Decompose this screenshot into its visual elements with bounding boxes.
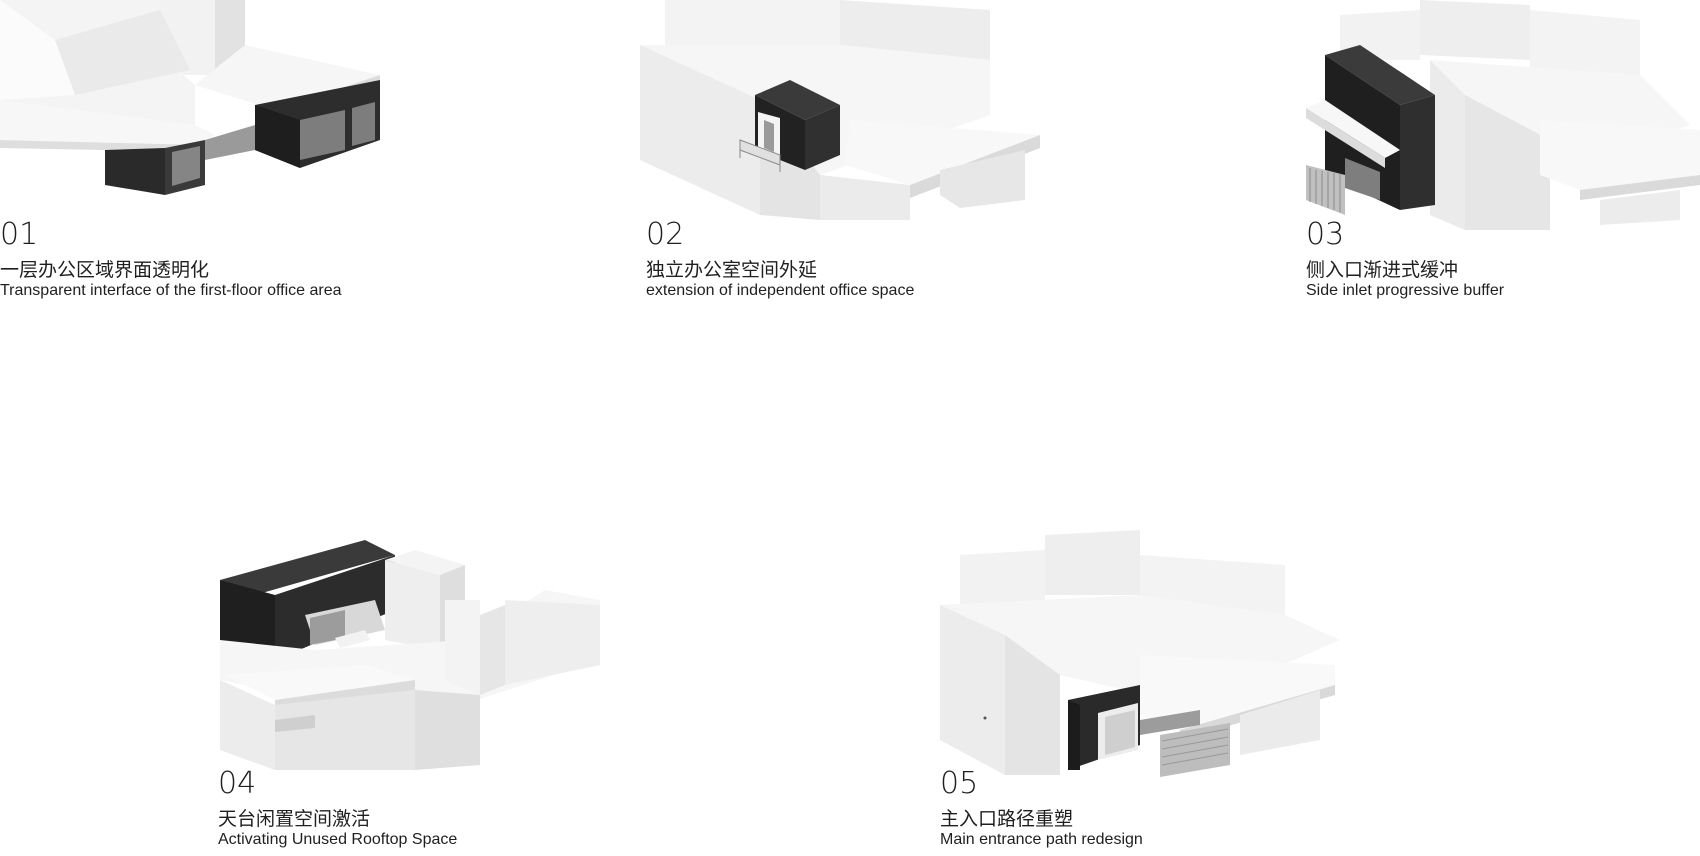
panel-title-en: Transparent interface of the first-floor… — [0, 282, 342, 299]
panel-number: 05 — [940, 766, 979, 801]
panel-title-en: Activating Unused Rooftop Space — [218, 831, 458, 848]
panel-number: 02 — [646, 217, 685, 252]
axonometric-drawing-03 — [1306, 0, 1700, 230]
panel-title-en: extension of independent office space — [646, 282, 915, 299]
axonometric-drawing-04 — [220, 540, 600, 770]
panel-title-zh: 侧入口渐进式缓冲 — [1306, 259, 1459, 281]
panel-title-zh: 独立办公室空间外延 — [646, 259, 818, 281]
panel-title-en: Main entrance path redesign — [940, 831, 1143, 848]
panel-number: 04 — [218, 766, 257, 801]
panel-title-en: Side inlet progressive buffer — [1306, 282, 1505, 299]
panel-title-zh: 一层办公区域界面透明化 — [0, 259, 210, 281]
panel-title-zh: 主入口路径重塑 — [940, 808, 1074, 830]
panel-number: 03 — [1306, 217, 1345, 252]
axonometric-drawing-01 — [0, 0, 380, 195]
panel-number: 01 — [0, 217, 39, 252]
axonometric-drawing-02 — [640, 0, 1040, 220]
panel-title-zh: 天台闲置空间激活 — [218, 808, 371, 830]
axonometric-drawing-05 — [940, 530, 1340, 777]
